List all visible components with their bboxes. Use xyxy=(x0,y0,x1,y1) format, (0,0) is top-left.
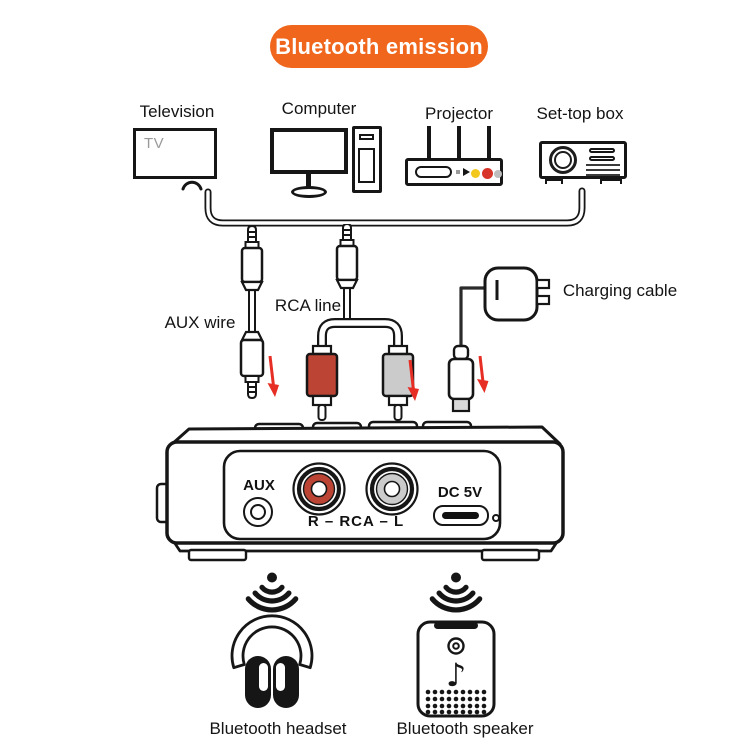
stb-foot xyxy=(545,179,563,184)
tower-drive-slot xyxy=(359,134,374,140)
set-top-box-label: Set-top box xyxy=(536,104,624,123)
antenna-icon xyxy=(487,126,491,159)
usb-c-slot xyxy=(442,511,479,519)
aux-jack xyxy=(243,497,273,527)
rca-cable-icon xyxy=(305,224,419,421)
title-badge: Bluetooth emission xyxy=(270,25,488,68)
rca-ports-label: R – RCA – L xyxy=(307,513,405,530)
speaker-grille xyxy=(425,689,487,715)
yellow-dot xyxy=(471,169,480,178)
usb-c-port xyxy=(433,505,489,526)
charging-adapter-icon xyxy=(447,266,551,413)
aux-cable-icon xyxy=(239,226,279,400)
aux-jack-inner xyxy=(249,503,266,520)
aux-wire-label: AUX wire xyxy=(164,313,236,332)
source-wire xyxy=(204,187,586,227)
tv-icon: TV xyxy=(133,128,217,179)
television-label: Television xyxy=(139,102,215,121)
stb-foot xyxy=(600,179,622,184)
tv-stand-icon xyxy=(181,180,203,191)
tower-panel xyxy=(358,148,375,183)
vent-slot xyxy=(589,156,615,161)
lens-icon xyxy=(549,146,577,174)
antenna-icon xyxy=(457,126,461,159)
computer-tower-icon xyxy=(352,126,382,193)
play-triangle-icon xyxy=(463,168,470,176)
title-text: Bluetooth emission xyxy=(275,34,483,59)
computer-icon xyxy=(270,128,348,174)
rca-port-red xyxy=(292,462,346,516)
tv-screen-text: TV xyxy=(144,135,165,152)
wifi-signal-icon xyxy=(429,572,483,613)
rca-line-label: RCA line xyxy=(274,296,342,315)
antenna-icon xyxy=(427,126,431,159)
rca-port-white xyxy=(365,462,419,516)
charging-cable-label: Charging cable xyxy=(562,281,678,300)
usb-plug-icon xyxy=(447,344,475,413)
monitor-base xyxy=(291,186,327,198)
down-arrow-icon xyxy=(477,355,489,393)
set-top-box-icon xyxy=(539,141,627,179)
bluetooth-headset-label: Bluetooth headset xyxy=(209,719,347,738)
dc-port-label: DC 5V xyxy=(437,484,483,501)
red-dot xyxy=(482,168,493,179)
rca-plug-white xyxy=(381,344,415,421)
down-arrow-icon xyxy=(407,359,419,401)
vent-line xyxy=(586,164,620,166)
gray-dot xyxy=(494,169,502,178)
down-arrow-icon xyxy=(267,355,279,397)
vent-line xyxy=(586,174,620,176)
bluetooth-speaker-label: Bluetooth speaker xyxy=(396,719,534,738)
lens-inner xyxy=(554,151,572,169)
vent-line xyxy=(586,169,620,171)
aux-port-label: AUX xyxy=(243,477,275,494)
speaker-icon: ♪ xyxy=(416,620,496,718)
projector-label: Projector xyxy=(424,104,494,123)
projector-square-dot xyxy=(456,170,460,174)
monitor-stand xyxy=(306,174,311,187)
projector-slot xyxy=(415,166,452,178)
wifi-signal-icon xyxy=(245,572,299,613)
headset-icon xyxy=(230,614,314,708)
computer-label: Computer xyxy=(281,99,357,118)
rca-plug-red xyxy=(305,344,339,421)
vent-slot xyxy=(589,148,615,153)
projector-icon xyxy=(405,158,503,186)
music-note-icon: ♪ xyxy=(446,656,466,694)
power-led xyxy=(492,514,500,522)
